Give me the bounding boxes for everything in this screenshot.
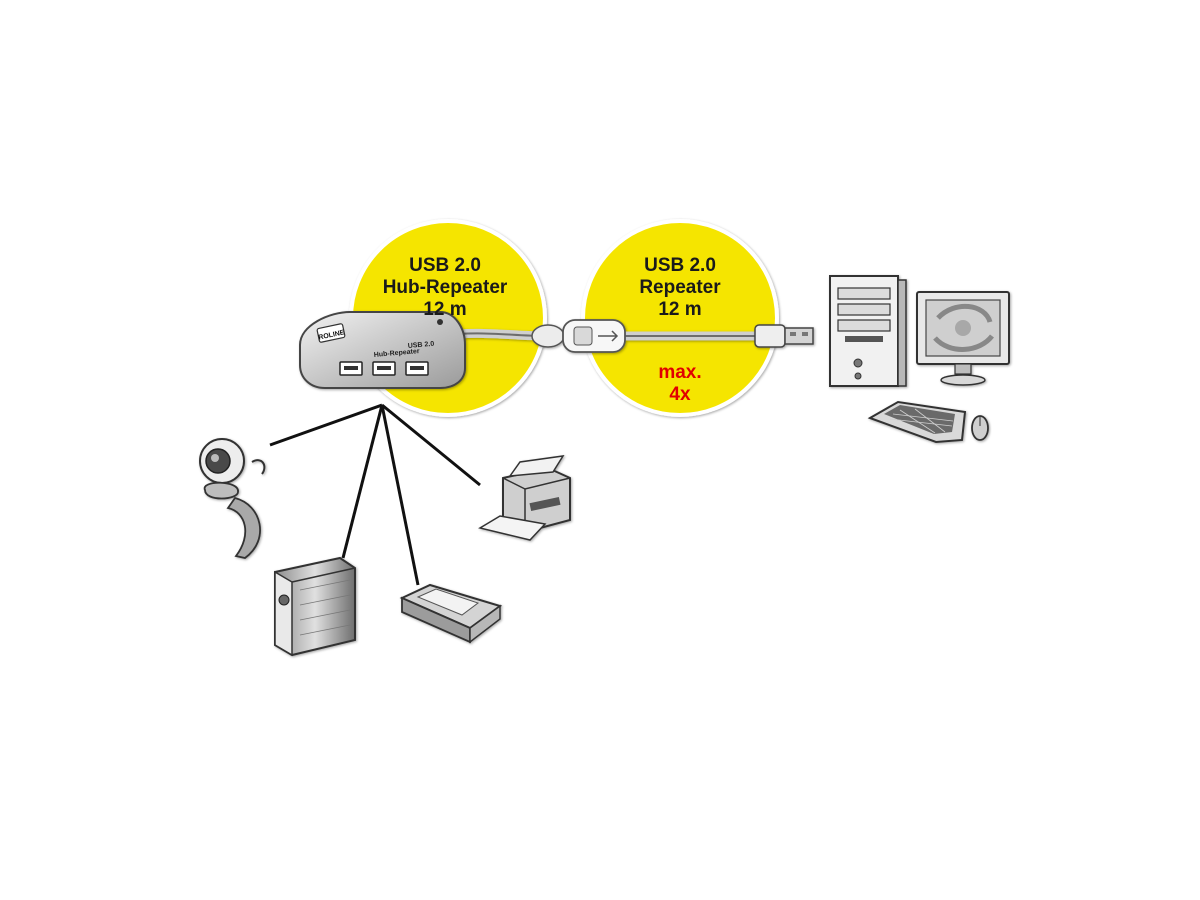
keyboard-icon (867, 400, 967, 444)
external-drive-icon (274, 556, 356, 657)
hub-repeater-line3: 12 m (423, 299, 467, 320)
repeater-line2: Repeater (639, 277, 721, 298)
connector-lines (269, 403, 481, 586)
hub-repeater-line2: Hub-Repeater (382, 277, 508, 298)
cascade-max-label: max. 4x (620, 362, 740, 406)
hub-model-line2: Hub-Repeater (374, 348, 421, 359)
repeater-cable-icon (439, 319, 760, 353)
usb-hub-icon: ROLINE USB 2.0 Hub-Repeater (299, 311, 466, 389)
mouse-icon (971, 415, 989, 441)
cascade-line2: 4x (669, 384, 691, 405)
scanner-icon (399, 583, 503, 644)
repeater-label: USB 2.0 Repeater 12 m (600, 255, 760, 321)
hub-repeater-label: USB 2.0 Hub-Repeater 12 m (360, 255, 530, 321)
hub-model-line1: USB 2.0 (408, 341, 435, 350)
printer-icon (478, 455, 571, 541)
pc-tower-icon (829, 275, 907, 387)
cascade-line1: max. (658, 362, 702, 383)
repeater-line3: 12 m (658, 299, 702, 320)
monitor-icon (916, 291, 1010, 386)
repeater-line1: USB 2.0 (644, 255, 716, 276)
repeater-circle (581, 219, 779, 417)
webcam-icon (199, 438, 266, 559)
hub-repeater-line1: USB 2.0 (409, 255, 481, 276)
usb-plug-icon (754, 324, 814, 348)
